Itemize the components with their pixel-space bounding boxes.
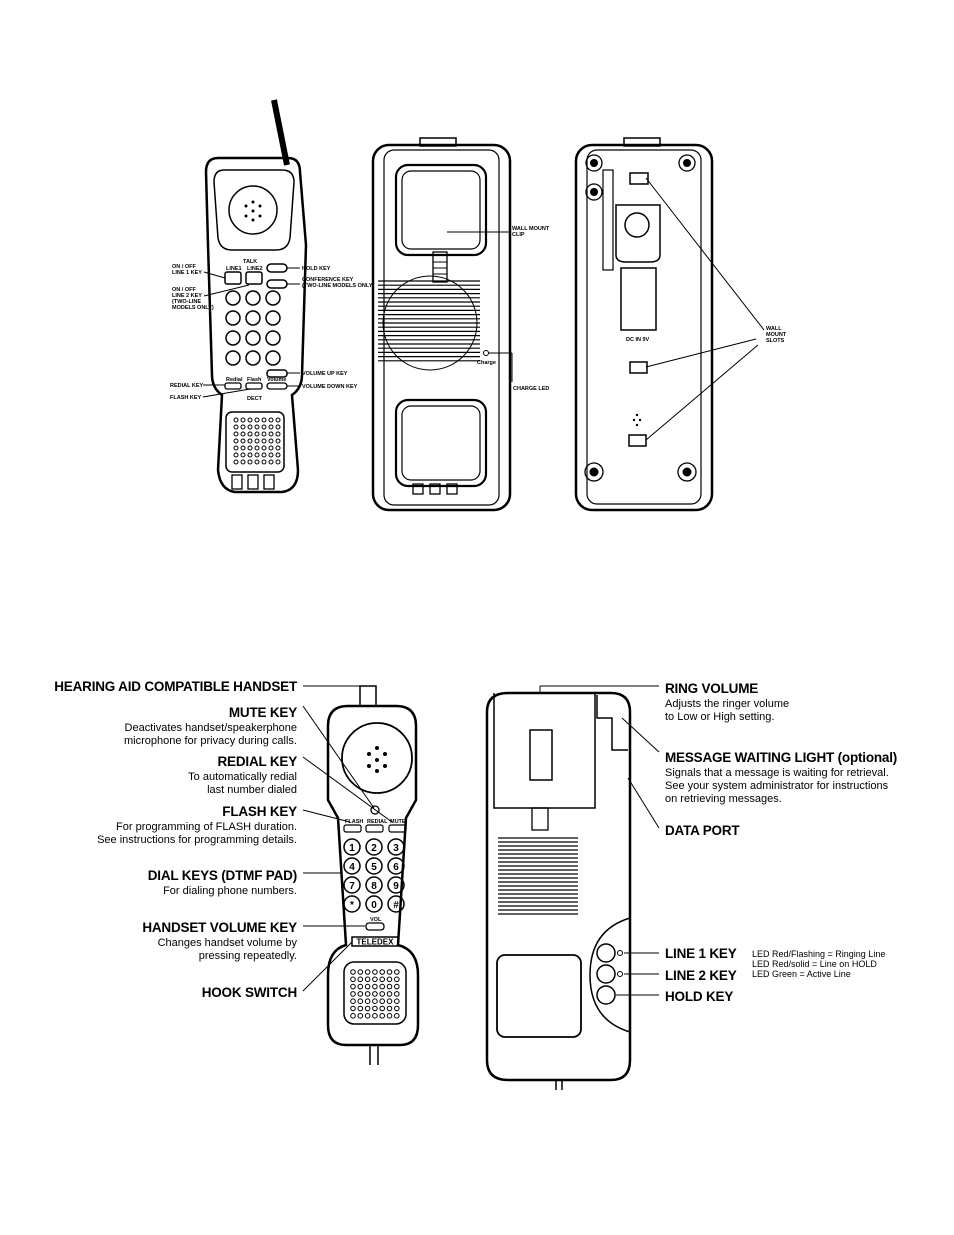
svg-text:Adjusts the ringer volume: Adjusts the ringer volume: [665, 698, 789, 710]
callout-redial-key: REDIAL KEY: [217, 754, 297, 769]
flash-key-label: FLASH KEY: [170, 395, 202, 401]
left-callout-text: HEARING AID COMPATIBLE HANDSET MUTE KEY …: [54, 679, 298, 1000]
svg-text:Deactivates handset/speakerpho: Deactivates handset/speakerphone: [125, 722, 297, 734]
callout-dial-keys: DIAL KEYS (DTMF PAD): [148, 868, 297, 883]
hold-key-label: HOLD KEY: [302, 266, 331, 272]
redial-key-label: REDIAL KEY: [170, 383, 204, 389]
svg-text:Signals that a message is wait: Signals that a message is waiting for re…: [665, 767, 889, 779]
wall-mount-slots-label: WALL MOUNT SLOTS: [766, 326, 788, 344]
talk-label: TALK: [243, 259, 257, 265]
desk-speaker-grille: [498, 837, 578, 915]
callout-message-waiting: MESSAGE WAITING LIGHT (optional): [665, 750, 897, 765]
dial-key-1: 1: [349, 843, 355, 854]
charging-base-drawing: Charge: [371, 137, 512, 512]
earpiece-grille: [233, 417, 281, 465]
base-back-drawing: DC IN 9V: [574, 137, 714, 512]
svg-text:to Low or High setting.: to Low or High setting.: [665, 711, 774, 723]
callout-line2-key: LINE 2 KEY: [665, 968, 737, 983]
desk-base-drawing: [485, 691, 632, 1090]
svg-text:Changes handset volume by: Changes handset volume by: [158, 937, 298, 949]
dial-key-9: 9: [393, 881, 399, 892]
flash-button-label: Flash: [247, 377, 262, 383]
svg-text:See instructions for programmi: See instructions for programming details…: [97, 834, 297, 846]
volume-button-label: Volume: [267, 377, 286, 383]
dial-key-3: 3: [393, 843, 399, 854]
speaker-grille: [378, 280, 480, 362]
svg-text:For dialing phone numbers.: For dialing phone numbers.: [163, 885, 297, 897]
flash-key-text: FLASH: [345, 819, 363, 825]
dial-key-5: 5: [371, 862, 377, 873]
on-off-line2-label: ON / OFF LINE 2 KEY (TWO-LINE MODELS ONL…: [172, 287, 214, 311]
charge-small-label: Charge: [477, 360, 496, 366]
callout-mute-key: MUTE KEY: [229, 705, 297, 720]
wall-mount-slot-callouts: [645, 177, 765, 441]
cordless-handset-callouts: [202, 267, 300, 398]
on-off-line1-label: ON / OFF LINE 1 KEY: [172, 264, 202, 276]
callout-flash-key: FLASH KEY: [222, 804, 297, 819]
dect-label: DECT: [247, 396, 263, 402]
dial-key-6: 6: [393, 862, 399, 873]
callout-hold-key: HOLD KEY: [665, 989, 733, 1004]
dtmf-keypad: 1 2 3 4 5 6 7 8 9 * 0 #: [343, 838, 405, 913]
svg-text:last number dialed: last number dialed: [207, 784, 297, 796]
svg-text:pressing repeatedly.: pressing repeatedly.: [199, 950, 297, 962]
charging-base-callouts: [447, 231, 513, 382]
right-callout-text: RING VOLUME Adjusts the ringer volume to…: [665, 681, 897, 1004]
redial-key-text: REDIAL: [367, 819, 388, 825]
led-legend-2: LED Red/solid = Line on HOLD: [752, 959, 877, 969]
dial-key-hash: #: [393, 900, 399, 911]
cordless-handset-labels: ON / OFF LINE 1 KEY ON / OFF LINE 2 KEY …: [170, 264, 374, 401]
svg-text:microphone for privacy during: microphone for privacy during calls.: [124, 735, 297, 747]
svg-text:For programming of FLASH durat: For programming of FLASH duration.: [116, 821, 297, 833]
svg-text:on retrieving messages.: on retrieving messages.: [665, 793, 782, 805]
callout-line1-key: LINE 1 KEY: [665, 946, 737, 961]
teledex-logo-text: TELEDEX: [357, 938, 395, 947]
callout-data-port: DATA PORT: [665, 823, 740, 838]
cordless-handset-drawing: TALK LINE1 LINE2 Redial Flash Volume DEC…: [204, 99, 308, 494]
callout-handset-volume: HANDSET VOLUME KEY: [142, 920, 297, 935]
dial-key-star: *: [350, 900, 354, 911]
led-legend-1: LED Red/Flashing = Ringing Line: [752, 949, 885, 959]
mouthpiece-grille: [350, 969, 400, 1019]
wall-mount-clip-label: WALL MOUNT CLIP: [512, 226, 551, 238]
conference-key-label: CONFERENCE KEY (TWO-LINE MODELS ONLY): [302, 277, 374, 289]
bottom-callout-lines: [302, 685, 660, 996]
dial-key-0: 0: [371, 900, 377, 911]
line2-button-label: LINE2: [247, 266, 263, 272]
vol-key-text: VOL: [370, 917, 382, 923]
dc-in-label: DC IN 9V: [626, 337, 650, 343]
mute-key-text: MUTE: [390, 819, 406, 825]
callout-hook-switch: HOOK SWITCH: [202, 985, 297, 1000]
callout-hearing-aid: HEARING AID COMPATIBLE HANDSET: [54, 679, 298, 694]
volume-up-key-label: VOLUME UP KEY: [302, 371, 348, 377]
dial-key-4: 4: [349, 862, 355, 873]
charge-led-label: CHARGE LED: [513, 386, 549, 392]
callout-ring-volume: RING VOLUME: [665, 681, 758, 696]
volume-down-key-label: VOLUME DOWN KEY: [302, 384, 358, 390]
line1-button-label: LINE1: [226, 266, 242, 272]
svg-text:To automatically redial: To automatically redial: [188, 771, 297, 783]
led-legend-3: LED Green = Active Line: [752, 969, 851, 979]
svg-text:See your system administrator: See your system administrator for instru…: [665, 780, 889, 792]
dial-key-2: 2: [371, 843, 377, 854]
corded-handset-drawing: FLASH REDIAL MUTE 1 2 3 4 5 6 7 8 9: [326, 685, 420, 1065]
dial-key-8: 8: [371, 881, 377, 892]
redial-button-label: Redial: [226, 377, 243, 383]
dial-key-7: 7: [349, 881, 355, 892]
